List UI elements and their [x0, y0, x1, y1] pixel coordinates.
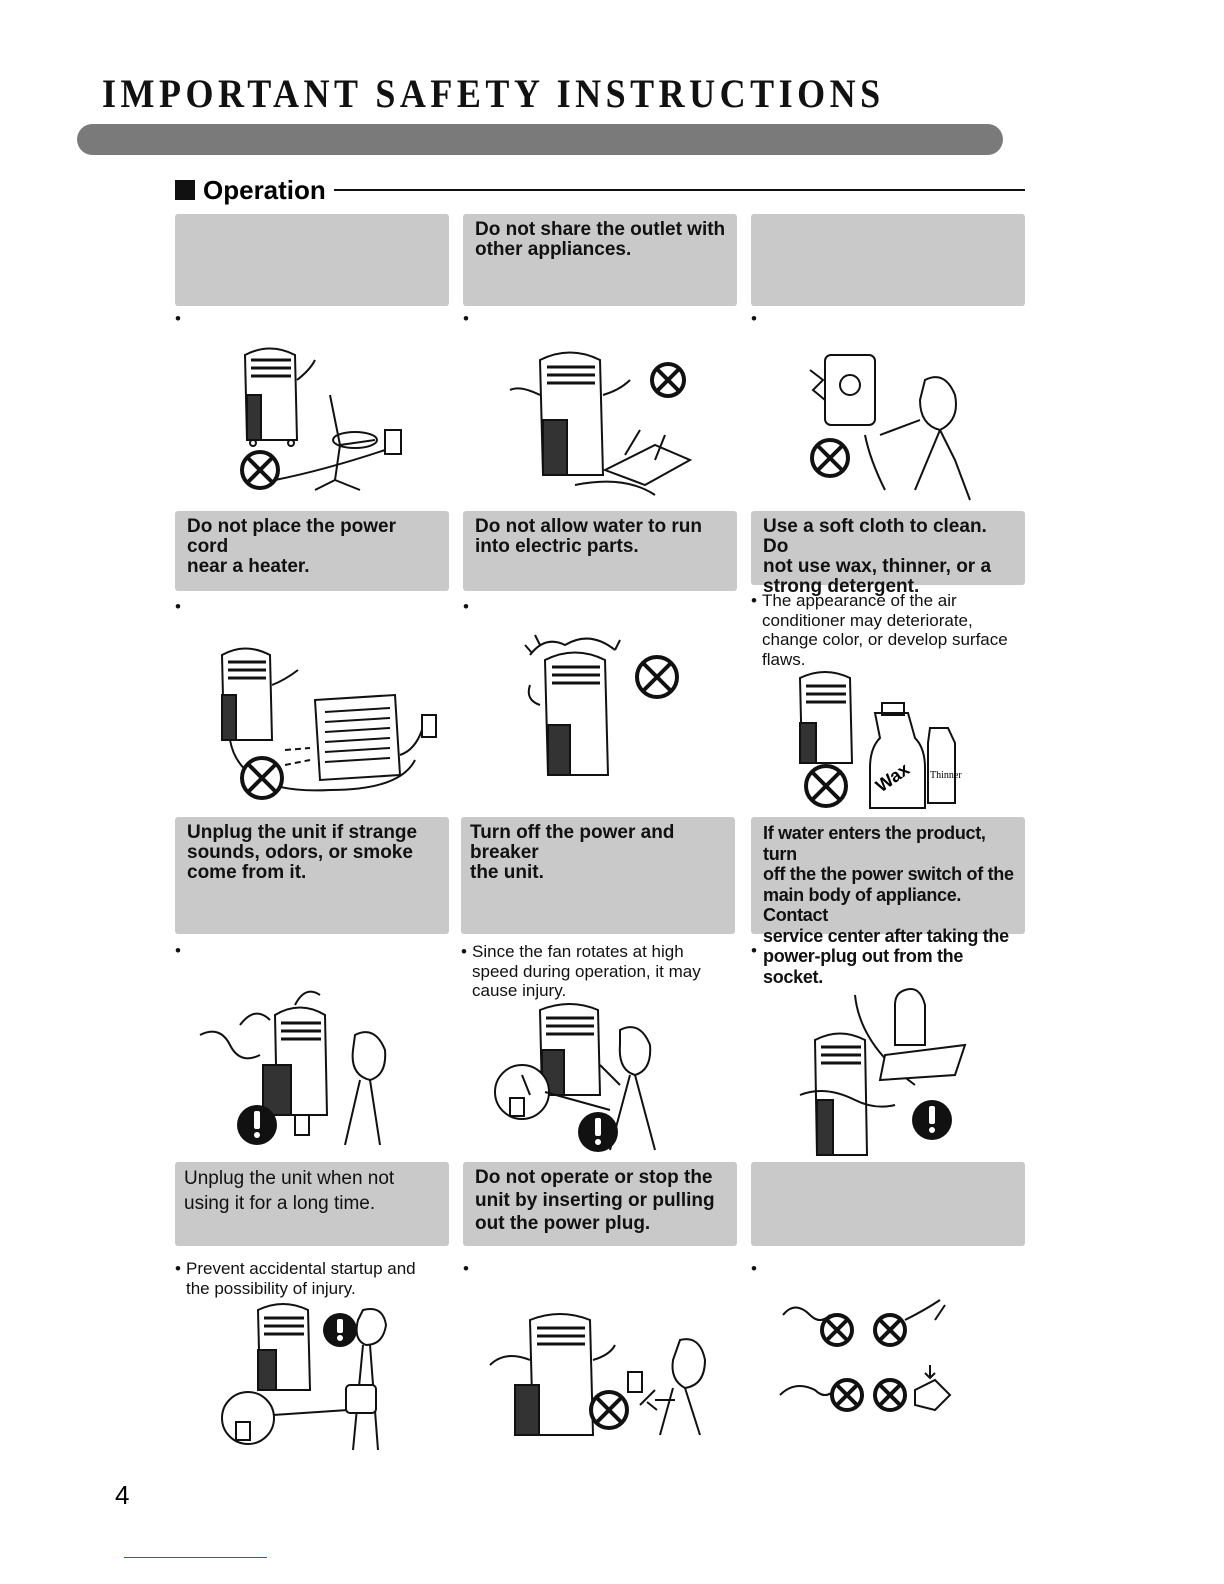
section-square-icon — [175, 180, 195, 200]
prohibition-icon — [589, 1390, 629, 1430]
section-heading: Operation — [175, 173, 1025, 207]
exclamation-icon — [912, 1100, 952, 1140]
section-rule — [333, 189, 1025, 191]
title-bar — [77, 124, 1003, 155]
illustration-smoke — [199, 990, 387, 1145]
card-header-3 — [751, 214, 1025, 306]
thinner-label: Thinner — [930, 770, 962, 781]
illustration-wax-thinner: Wax Thinner — [798, 671, 962, 809]
illustration-power-breaker — [494, 1003, 656, 1152]
prohibition-icon — [820, 1313, 854, 1347]
illustration-cord-misuse — [779, 1299, 952, 1412]
illustration-heater — [220, 647, 437, 800]
prohibition-icon — [240, 450, 280, 490]
prohibition-icon — [873, 1378, 907, 1412]
exclamation-icon — [578, 1112, 618, 1152]
card-header-12 — [751, 1162, 1025, 1246]
section-label: Operation — [203, 174, 326, 205]
illustration-water — [524, 634, 679, 776]
card-header-1 — [175, 214, 449, 306]
prohibition-icon — [804, 764, 848, 808]
footer-link-line — [124, 1557, 267, 1558]
exclamation-icon — [237, 1105, 277, 1145]
prohibition-icon — [830, 1378, 864, 1412]
prohibition-icon — [240, 756, 284, 800]
prohibition-icon — [810, 438, 850, 478]
prohibition-icon — [873, 1313, 907, 1347]
card-note-8: • Since the fan rotates at high speed du… — [461, 942, 701, 1000]
page-number: 4 — [115, 1480, 130, 1510]
page-title: IMPORTANT SAFETY INSTRUCTIONS — [102, 71, 885, 116]
illustration-long-absence — [221, 1303, 388, 1450]
illustration-outlet-shock — [809, 354, 971, 501]
prohibition-icon — [635, 655, 679, 699]
illustration-plug-pull — [489, 1313, 707, 1436]
exclamation-icon — [323, 1313, 357, 1347]
illustration-cord-pinched — [240, 347, 402, 491]
card-note-10: • Prevent accidental startup and the pos… — [175, 1259, 416, 1298]
illustration-service-center — [799, 988, 967, 1156]
prohibition-icon — [650, 362, 686, 398]
card-note-6: • The appearance of the air conditioner … — [751, 591, 1008, 669]
illustration-shared-outlet — [509, 351, 693, 496]
